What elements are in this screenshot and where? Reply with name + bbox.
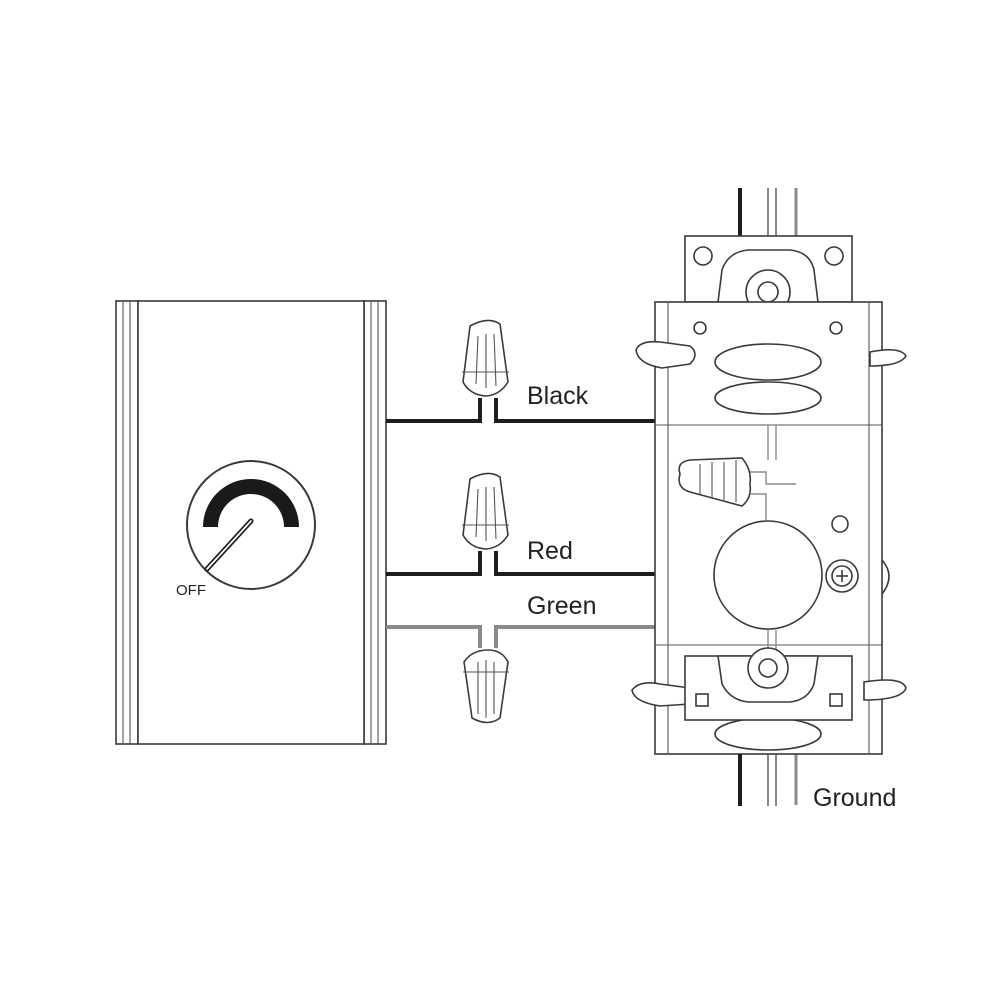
- dimmer-left-rail: [115, 300, 139, 745]
- center-knockout: [713, 520, 823, 630]
- incoming-cable-top: [738, 188, 798, 236]
- red-wire-label: Red: [527, 537, 573, 565]
- ground-screw: [825, 515, 890, 595]
- knob-off-label: OFF: [176, 582, 206, 599]
- dimmer-right-rail: [363, 300, 387, 745]
- wire-nut-green: [463, 649, 509, 724]
- top-mounting-bracket: [684, 235, 853, 315]
- electrical-box: [631, 188, 907, 806]
- outgoing-cable-bottom: [738, 754, 777, 806]
- ground-wire-label: Ground: [813, 784, 896, 812]
- dimmer-knob: [186, 460, 316, 590]
- bottom-mounting-bracket: [684, 647, 853, 721]
- green-wire-label: Green: [527, 592, 596, 620]
- wire-nut-inside-box: [678, 457, 796, 520]
- black-wire-label: Black: [527, 382, 589, 410]
- dimmer-switch: OFF: [115, 300, 387, 745]
- dimmer-level-arc: [203, 479, 299, 527]
- wire-nut-black: [462, 319, 509, 397]
- wire-nut-red: [462, 472, 509, 550]
